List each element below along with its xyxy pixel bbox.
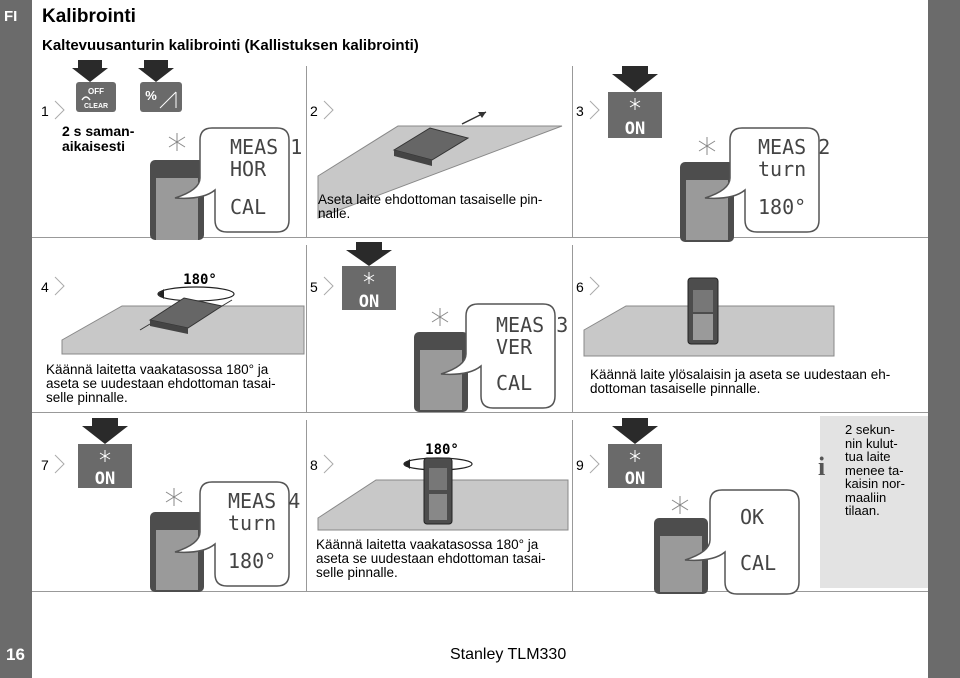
page-title: Kalibrointi — [42, 6, 136, 27]
display-bubble — [684, 489, 800, 595]
display-line: OK — [740, 505, 764, 529]
step-number: 8 — [310, 457, 318, 473]
chevron-right-icon — [589, 276, 600, 296]
step-number: 9 — [576, 457, 584, 473]
display-line: 180° — [758, 195, 806, 219]
chevron-right-icon — [54, 100, 65, 120]
display-bubble — [174, 481, 290, 587]
off-clear-key-icon — [76, 82, 116, 112]
press-arrow-icon — [612, 426, 658, 444]
flat-surface — [317, 125, 563, 219]
chevron-right-icon — [54, 454, 65, 474]
grid-col-divider — [306, 66, 307, 237]
step8-instruction: Käännä laitetta vaakatasossa 180° ja ase… — [316, 537, 546, 580]
step6-instruction: Käännä laite ylösalaisin ja aseta se uud… — [590, 367, 891, 396]
display-line: CAL — [230, 195, 266, 219]
right-side-bar — [928, 0, 960, 678]
left-side-bar — [0, 0, 32, 678]
language-tag: FI — [4, 8, 18, 25]
step4-instruction: Käännä laitetta vaakatasossa 180° ja ase… — [46, 362, 276, 405]
grid-col-divider — [572, 420, 573, 591]
display-line: turn — [758, 157, 806, 181]
step-number: 7 — [41, 457, 49, 473]
grid-col-divider — [572, 66, 573, 237]
step1-instruction: 2 s saman- aikaisesti — [62, 123, 135, 154]
footer-model: Stanley TLM330 — [450, 646, 567, 663]
tilt-key-icon — [140, 82, 182, 112]
chevron-right-icon — [323, 454, 334, 474]
display-line: CAL — [496, 371, 532, 395]
press-arrow-icon — [82, 426, 128, 444]
step-number: 5 — [310, 279, 318, 295]
page-number: 16 — [6, 645, 25, 664]
chevron-right-icon — [323, 276, 334, 296]
display-line: VER — [496, 335, 533, 359]
press-arrow-icon — [612, 74, 658, 92]
step-number: 6 — [576, 279, 584, 295]
grid-row-divider — [32, 591, 928, 592]
step-number: 3 — [576, 103, 584, 119]
display-line: MEAS 3 — [496, 313, 568, 337]
step-number: 1 — [41, 103, 49, 119]
grid-row-divider — [32, 237, 928, 238]
rotation-label: 180° — [425, 442, 459, 458]
section-subtitle: Kaltevuusanturin kalibrointi (Kallistuks… — [42, 37, 419, 54]
chevron-right-icon — [589, 100, 600, 120]
display-line: turn — [228, 511, 276, 535]
key-label-off: OFF — [88, 87, 104, 96]
display-line: MEAS 2 — [758, 135, 830, 159]
rotation-label: 180° — [183, 272, 217, 288]
display-bubble — [174, 127, 290, 233]
display-bubble — [704, 127, 820, 233]
chevron-right-icon — [323, 100, 334, 120]
key-label-on: ON — [359, 292, 379, 312]
grid-col-divider — [306, 245, 307, 412]
grid-col-divider — [306, 420, 307, 591]
display-line: 180° — [228, 549, 276, 573]
step2-instruction: Aseta laite ehdottoman tasaiselle pin- n… — [318, 192, 543, 221]
info-box — [820, 416, 928, 588]
display-bubble — [440, 303, 556, 409]
display-line: MEAS 4 — [228, 489, 300, 513]
press-arrow-icon — [138, 68, 174, 82]
display-line: MEAS 1 — [230, 135, 302, 159]
display-line: HOR — [230, 157, 267, 181]
grid-row-divider — [32, 412, 928, 413]
chevron-right-icon — [54, 276, 65, 296]
step-number: 2 — [310, 103, 318, 119]
press-arrow-icon — [72, 68, 108, 82]
chevron-right-icon — [589, 454, 600, 474]
display-line: CAL — [740, 551, 776, 575]
key-label-on: ON — [625, 469, 645, 489]
info-icon: i — [818, 452, 826, 481]
info-text: 2 sekun- nin kulut- tua laite menee ta- … — [845, 422, 905, 518]
key-label-on: ON — [95, 469, 115, 489]
key-label-clear: CLEAR — [84, 103, 108, 110]
key-label-percent: % — [145, 88, 157, 103]
grid-col-divider — [572, 245, 573, 412]
step-number: 4 — [41, 279, 49, 295]
key-label-on: ON — [625, 119, 645, 139]
press-arrow-icon — [346, 250, 392, 266]
